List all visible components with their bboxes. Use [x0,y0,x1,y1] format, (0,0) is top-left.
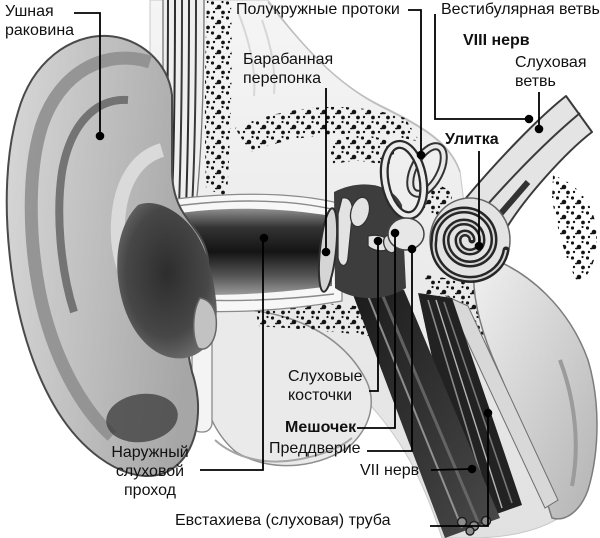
label-vestibule: Преддверие [269,440,361,457]
label-tympanic-membrane: Барабанная перепонка [243,51,334,87]
middle-ear [317,184,406,299]
label-semicircular-ducts: Полукружные протоки [236,1,400,18]
label-auditory-branch: Слуховая ветвь [515,54,587,90]
label-vestibular-branch: Вестибулярная ветвь [441,1,600,18]
eustachian-tube [352,290,500,538]
leader-dots [95,114,544,474]
mastoid-region [472,254,598,520]
label-pinna: Ушная раковина [5,3,75,39]
label-cochlea: Улитка [445,131,499,148]
label-eustachian-tube: Евстахиева (слуховая) труба [175,512,391,529]
label-saccule: Мешочек [285,419,357,436]
label-external-auditory-canal: Наружный слуховой проход [111,444,189,499]
tragus-shape [193,297,218,350]
cochlea-shape [429,197,511,283]
leader-lines [74,9,540,527]
label-auditory-ossicles: Слуховые косточки [288,368,363,404]
label-vii-nerve: VII нерв [360,462,420,479]
lobe-shadow [106,393,178,443]
pinna-shape [5,34,218,478]
vestibule-shape [387,217,425,251]
label-viii-nerve: VIII нерв [463,32,530,49]
semicircular-ducts-shape [379,139,448,221]
inner-ear [379,95,593,283]
eustachian-tube-bundle [352,290,559,538]
concha-shape [117,202,217,359]
